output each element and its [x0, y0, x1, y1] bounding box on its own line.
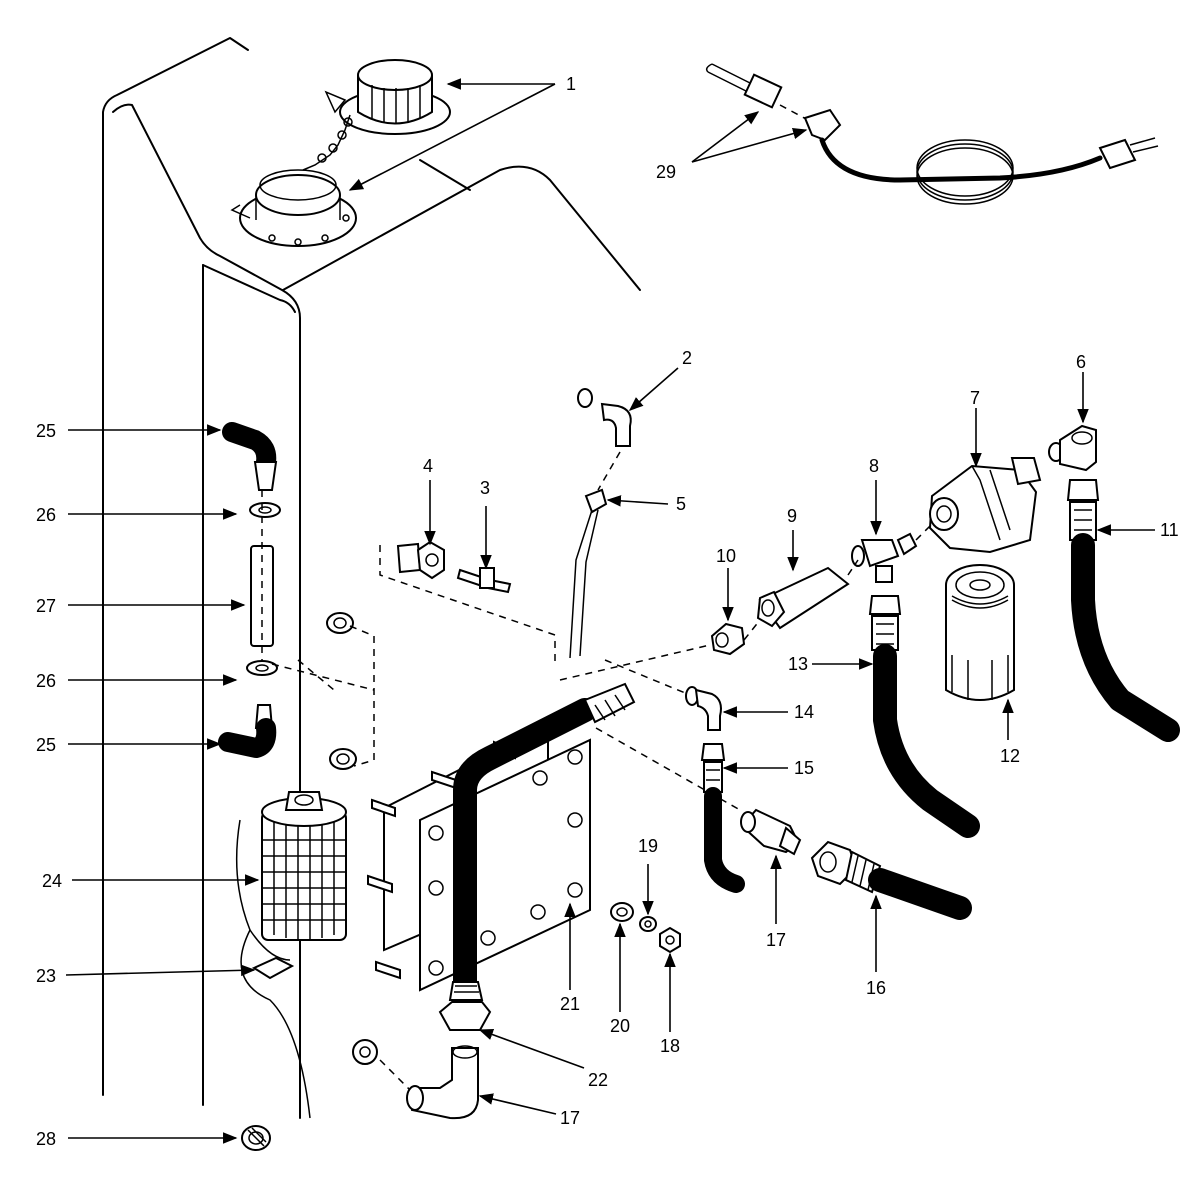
elbow-fitting-bottom — [352, 1039, 479, 1120]
callout-24: 24 — [42, 871, 62, 891]
callout-27: 27 — [36, 596, 56, 616]
callout-9: 9 — [787, 506, 797, 526]
callout-29: 29 — [656, 162, 676, 182]
tee-fitting — [851, 532, 918, 583]
pickup-tube — [569, 388, 632, 659]
callout-23: 23 — [36, 966, 56, 986]
hose-clamp-lower — [246, 660, 278, 676]
callout-8: 8 — [869, 456, 879, 476]
nipple-fitting — [710, 622, 746, 656]
callout-20: 20 — [610, 1016, 630, 1036]
fill-cap — [324, 59, 451, 135]
tank-outline — [102, 37, 641, 1119]
immersion-heater — [705, 63, 783, 109]
fill-neck — [230, 169, 357, 247]
adapter-fitting — [396, 540, 445, 580]
callout-12: 12 — [1000, 746, 1020, 766]
filter-head — [928, 457, 1042, 554]
callout-22: 22 — [588, 1070, 608, 1090]
power-cord — [779, 104, 1159, 205]
callout-10: 10 — [716, 546, 736, 566]
hose-clamp-upper — [249, 502, 281, 518]
elbow-fitting-small — [685, 686, 722, 731]
callout-25-upper: 25 — [36, 421, 56, 441]
callout-19: 19 — [638, 836, 658, 856]
fuel-hose-short — [700, 743, 745, 893]
callout-3: 3 — [480, 478, 490, 498]
fuel-hose-right — [1066, 479, 1180, 742]
callout-14: 14 — [794, 702, 814, 722]
callout-labels: 1 2 3 4 5 6 7 8 9 10 11 12 13 14 15 16 1… — [36, 74, 1179, 1149]
callout-17-bottom: 17 — [560, 1108, 580, 1128]
callout-16: 16 — [866, 978, 886, 998]
callout-21: 21 — [560, 994, 580, 1014]
filter-element — [945, 564, 1015, 701]
callout-28: 28 — [36, 1129, 56, 1149]
check-valve — [756, 566, 850, 630]
callout-6: 6 — [1076, 352, 1086, 372]
elbow-fitting-right — [740, 808, 802, 856]
tee-fitting-right — [1048, 424, 1097, 472]
callout-5: 5 — [676, 494, 686, 514]
valve-fitting — [456, 567, 512, 594]
fuel-hose-lower-right — [810, 840, 972, 920]
callout-26-upper: 26 — [36, 505, 56, 525]
callout-26-lower: 26 — [36, 671, 56, 691]
callout-7: 7 — [970, 388, 980, 408]
strainer — [261, 791, 347, 941]
fuel-hose-section — [250, 490, 274, 664]
bushings — [271, 612, 375, 770]
elbow-fitting-upper — [222, 422, 278, 491]
spacer-washer-nut — [610, 902, 681, 954]
callout-13: 13 — [788, 654, 808, 674]
elbow-fitting-lower — [218, 704, 277, 758]
leader-lines — [65, 78, 1155, 1144]
callout-1: 1 — [566, 74, 576, 94]
fuel-hose-middle — [868, 595, 980, 838]
callout-11: 11 — [1160, 520, 1179, 540]
callout-25-lower: 25 — [36, 735, 56, 755]
callout-15: 15 — [794, 758, 814, 778]
callout-18: 18 — [660, 1036, 680, 1056]
callout-2: 2 — [682, 348, 692, 368]
callout-17-right: 17 — [766, 930, 786, 950]
fill-cap-chain — [302, 114, 353, 171]
drain-plug — [241, 1125, 271, 1151]
callout-4: 4 — [423, 456, 433, 476]
suction-hose — [438, 682, 636, 1031]
strainer-clip — [251, 956, 295, 980]
